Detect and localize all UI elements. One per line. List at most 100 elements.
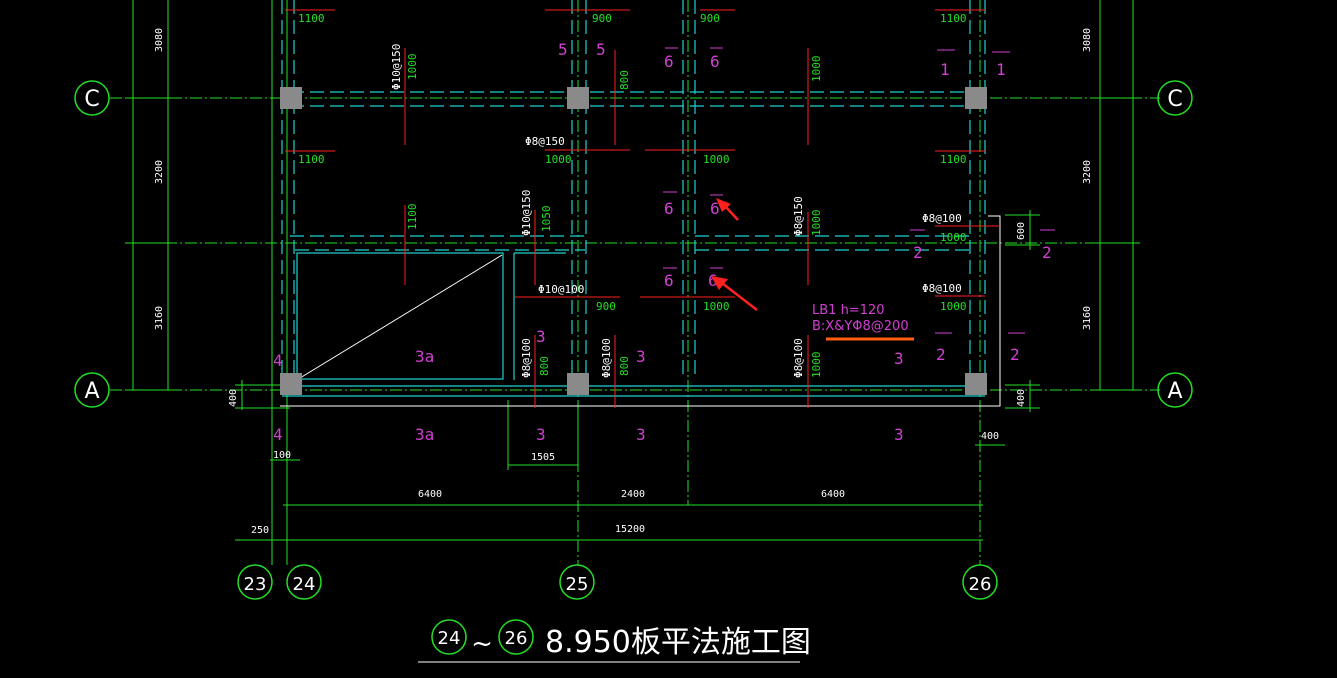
axis-bubble-a-right: A [1157, 372, 1193, 408]
rebar-spec: Φ8@150 [792, 196, 805, 236]
label-900: 900 [700, 12, 720, 25]
slab-number: 3a [415, 425, 434, 444]
label-1000: 1000 [406, 54, 419, 81]
columns [280, 87, 987, 395]
arrow-head-icon [716, 198, 731, 212]
label-1100: 1100 [298, 12, 325, 25]
arrow-icon [724, 205, 739, 221]
label-900: 900 [592, 12, 612, 25]
axis-bubble-23: 23 [237, 564, 273, 600]
label-1100: 1100 [298, 153, 325, 166]
dim-250: 250 [251, 525, 269, 536]
column [965, 87, 987, 109]
rebar-spec: Φ8@100 [600, 338, 613, 378]
label-1000: 1000 [703, 153, 730, 166]
beam-solid [282, 252, 985, 397]
dim-100: 100 [273, 450, 291, 461]
slab-number: 3a [415, 347, 434, 366]
column [965, 373, 987, 395]
title-text: 8.950板平法施工图 [545, 625, 811, 660]
column [567, 373, 589, 395]
axis-bubble-24: 24 [286, 564, 322, 600]
column [280, 373, 302, 395]
rebar-spec-labels: Φ10@150 Φ8@150 Φ10@150 Φ10@100 Φ8@150 Φ8… [390, 44, 962, 378]
arrow-head-icon [711, 276, 728, 290]
column [567, 87, 589, 109]
slab-outline [280, 215, 1001, 407]
slab-number: 1 [940, 60, 950, 79]
svg-text:A: A [1167, 379, 1182, 404]
slab-number: 2 [936, 345, 946, 364]
slab-number: 6 [664, 271, 674, 290]
axis-bubble-a-left: A [74, 372, 110, 408]
label-1100: 1100 [940, 153, 967, 166]
dim-400-left: 400 [228, 389, 239, 407]
svg-text:23: 23 [244, 574, 267, 595]
dim-15200: 15200 [615, 524, 645, 535]
opening-diagonal [299, 254, 503, 379]
note-line-1: LB1 h=120 [812, 303, 885, 318]
title-bubble-to [498, 619, 534, 655]
svg-text:A: A [84, 379, 99, 404]
slab-marks [663, 47, 1055, 334]
label-1000: 1000 [810, 210, 823, 237]
left-dim-text: 3080 3200 3160 400 3080 3200 3160 600 40… [154, 28, 1093, 407]
bottom-dim-text: 100 250 1505 400 6400 2400 6400 15200 [251, 431, 999, 536]
title-tilde: ~ [471, 629, 493, 659]
slab-note: LB1 h=120 B:X&YΦ8@200 [812, 303, 914, 341]
annotation-arrows [711, 198, 758, 311]
rebar-spec: Φ10@100 [538, 283, 584, 296]
slab-number: 5 [596, 40, 606, 59]
slab-number: 6 [664, 52, 674, 71]
slab-numbers: 5 5 6 6 1 1 6 6 6 6 2 2 3 3 3 2 2 4 3a 4… [273, 40, 1052, 444]
grid-lines [110, 0, 1160, 565]
dim-600-right: 600 [1016, 222, 1027, 240]
svg-text:C: C [84, 87, 99, 112]
axis-bubbles: C A C A 23 24 25 26 [74, 80, 1193, 600]
label-1050: 1050 [540, 206, 553, 233]
bottom-dims [235, 400, 1005, 541]
dim-6400-a: 6400 [418, 489, 442, 500]
label-800: 800 [618, 70, 631, 90]
label-1100: 1100 [940, 12, 967, 25]
dim-400-right: 400 [1016, 389, 1027, 407]
slab-number: 2 [913, 243, 923, 262]
slab-number: 3 [894, 425, 904, 444]
note-line-2: B:X&YΦ8@200 [812, 319, 909, 334]
svg-text:25: 25 [566, 574, 589, 595]
title-to: 26 [505, 628, 528, 649]
slab-number: 3 [536, 425, 546, 444]
slab-number: 5 [558, 40, 568, 59]
label-800: 800 [618, 356, 631, 376]
dim-3080-left: 3080 [154, 28, 165, 52]
dim-3160-right: 3160 [1082, 306, 1093, 330]
rebar [285, 9, 1000, 408]
dim-3200-right: 3200 [1082, 160, 1093, 184]
length-labels: 1100 1000 800 1000 1100 900 900 1100 100… [298, 12, 967, 378]
slab-number: 3 [894, 349, 904, 368]
arrow-icon [721, 282, 758, 311]
axis-bubble-25: 25 [559, 564, 595, 600]
label-1100: 1100 [406, 204, 419, 231]
dim-3160-left: 3160 [154, 306, 165, 330]
svg-text:C: C [1167, 87, 1182, 112]
dim-1505: 1505 [531, 452, 555, 463]
dim-3080-right: 3080 [1082, 28, 1093, 52]
column [280, 87, 302, 109]
dim-2400: 2400 [621, 489, 645, 500]
axis-bubble-c-right: C [1157, 80, 1193, 116]
slab-number: 3 [636, 347, 646, 366]
rebar-spec: Φ10@150 [520, 190, 533, 236]
slab-number: 2 [1010, 345, 1020, 364]
slab-number: 3 [636, 425, 646, 444]
axis-bubble-26: 26 [962, 564, 998, 600]
label-1000: 1000 [545, 153, 572, 166]
slab-number: 4 [273, 425, 283, 444]
slab-number: 2 [1042, 243, 1052, 262]
axis-bubble-c-left: C [74, 80, 110, 116]
rebar-spec: Φ8@100 [922, 212, 962, 225]
svg-text:24: 24 [293, 574, 316, 595]
rebar-spec: Φ8@100 [520, 338, 533, 378]
